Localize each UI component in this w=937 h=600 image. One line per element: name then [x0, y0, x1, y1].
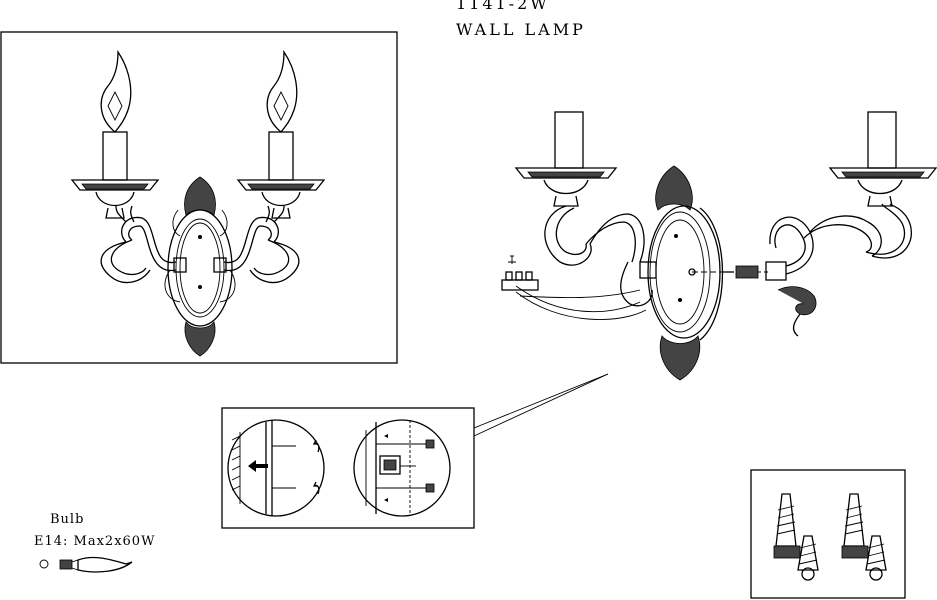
front-left-candle [70, 49, 160, 219]
mounting-detail-callout [221, 373, 609, 529]
anchor-right [841, 493, 887, 581]
terminal-block [501, 255, 539, 291]
front-view-panel [0, 31, 398, 364]
exploded-left-arm [544, 205, 657, 307]
wires [515, 285, 647, 320]
wall-anchors-panel [750, 469, 906, 599]
front-right-arm [213, 205, 300, 284]
mount-screw [692, 265, 768, 279]
product-name: WALL LAMP [456, 20, 586, 39]
model-number: 1141-2W [456, 0, 550, 13]
exploded-view [501, 111, 937, 381]
bulb-spec: E14: Max2x60W [34, 534, 156, 549]
bulb-heading: Bulb [50, 512, 85, 527]
front-left-arm [100, 205, 187, 284]
front-right-candle [236, 49, 326, 219]
exploded-right-arm [765, 203, 912, 337]
anchor-left [773, 493, 819, 581]
front-backplate [164, 176, 236, 357]
exploded-backplate [647, 165, 724, 381]
bulb-icon [39, 556, 133, 573]
exploded-left-candle [514, 111, 618, 207]
detail-circle-right [353, 419, 451, 517]
detail-circle-left [227, 419, 325, 517]
exploded-right-candle [828, 111, 937, 207]
